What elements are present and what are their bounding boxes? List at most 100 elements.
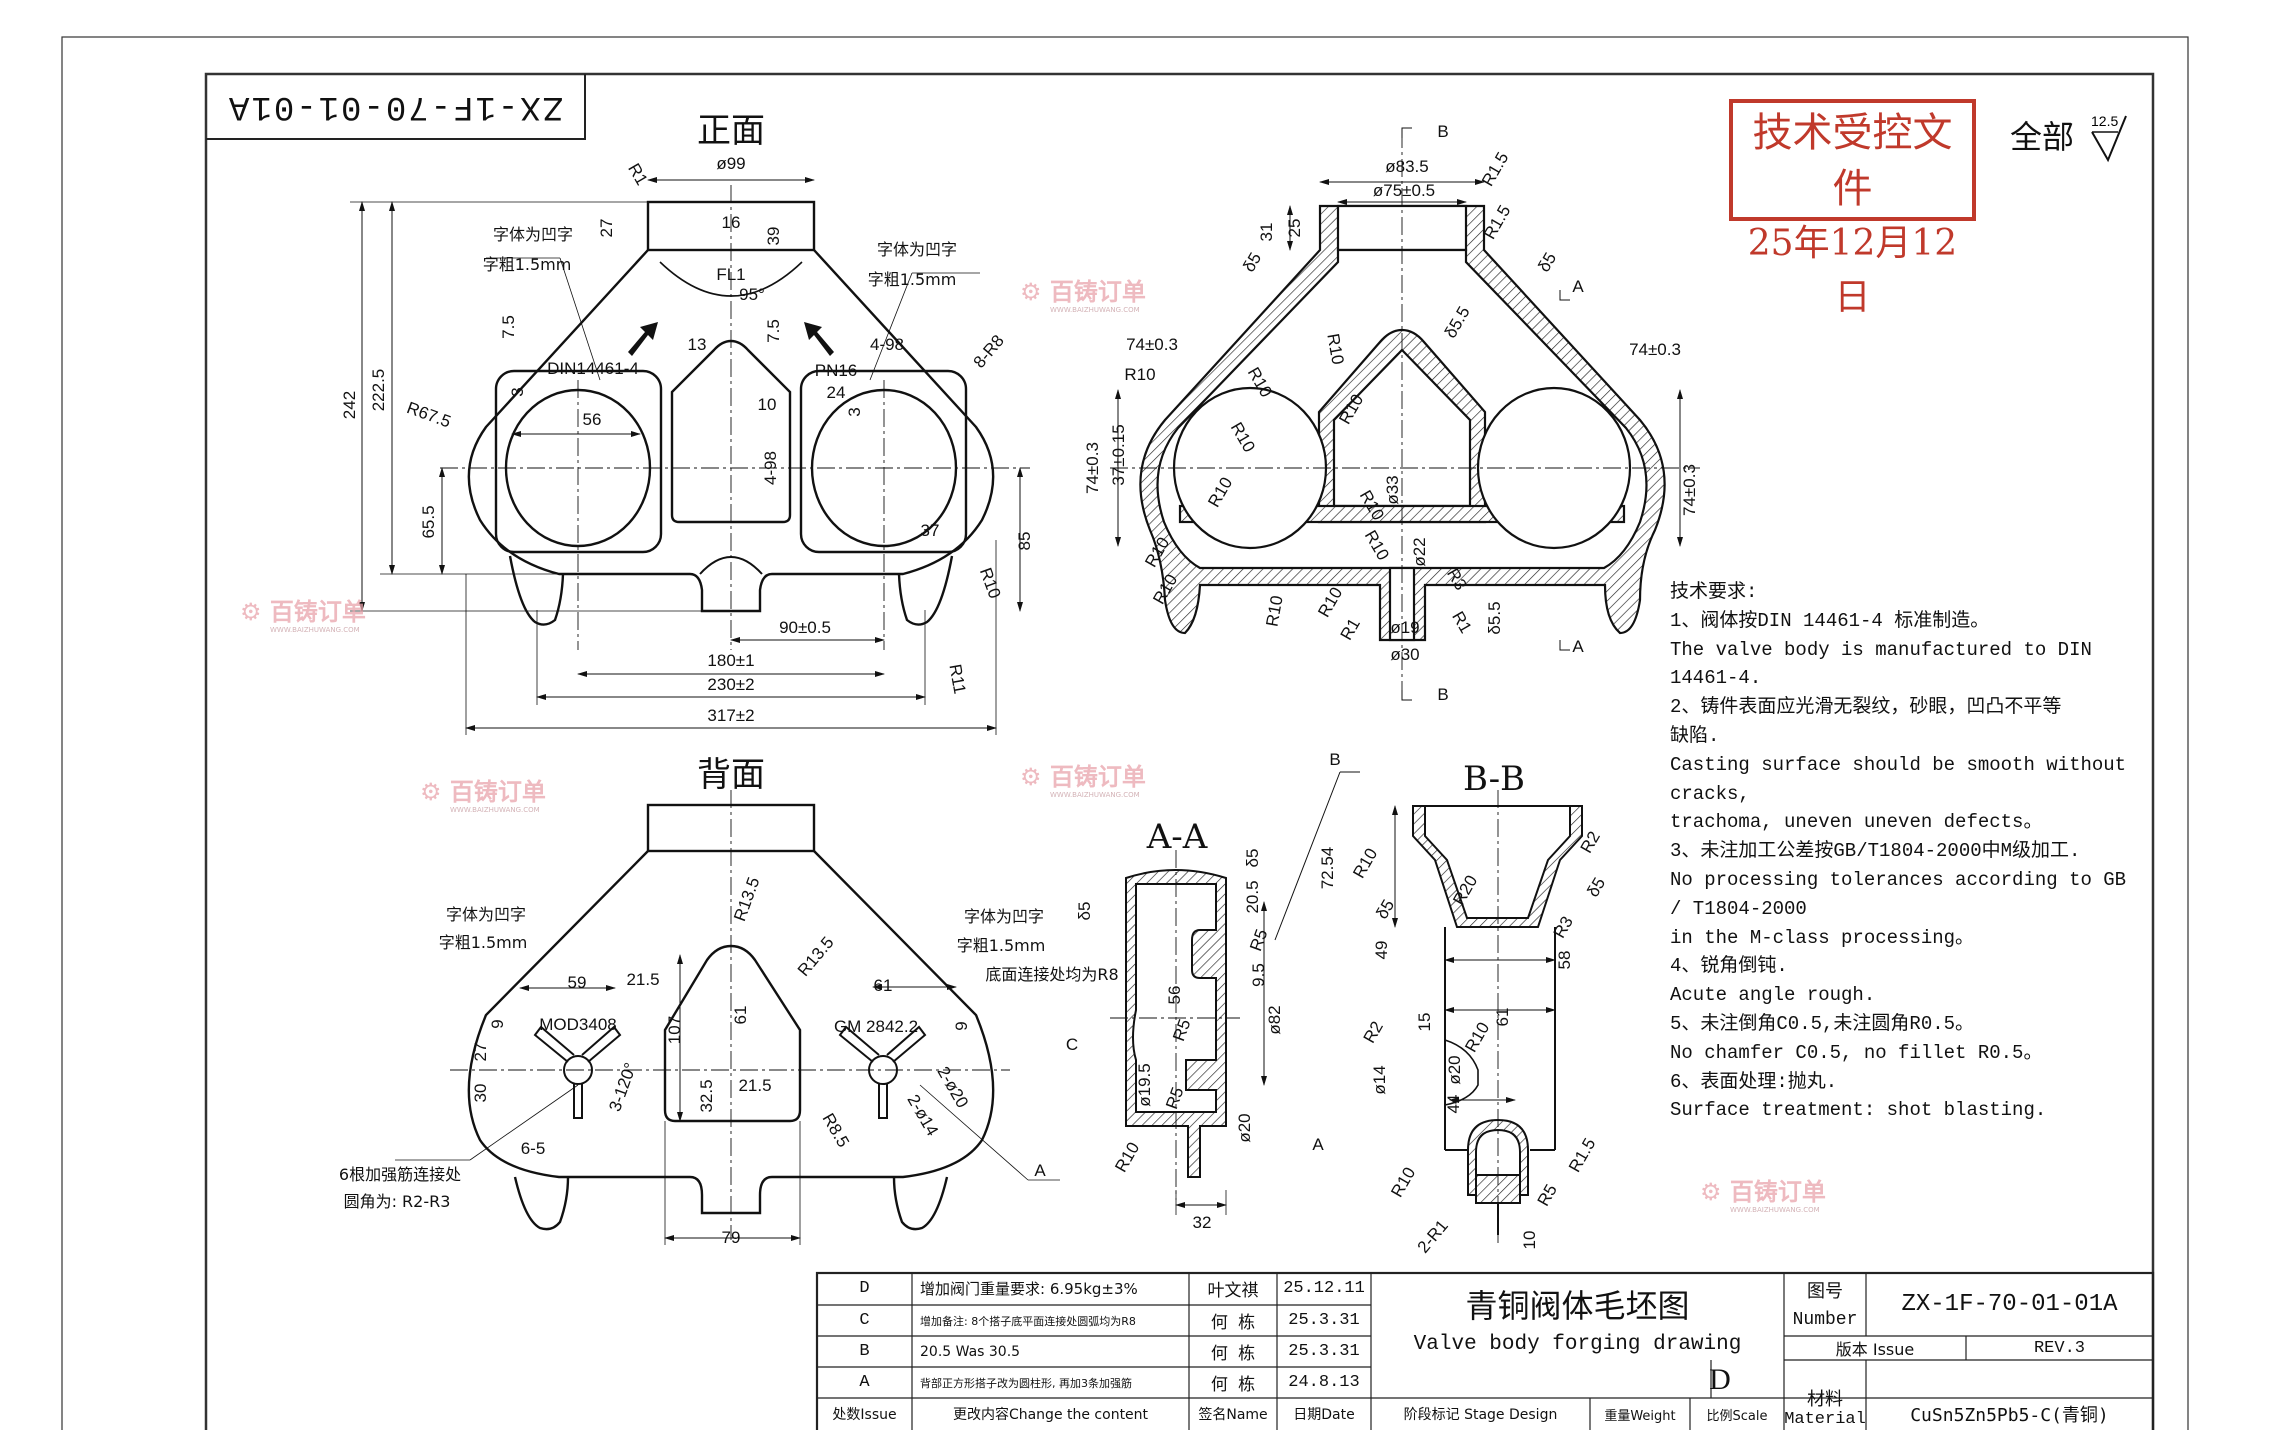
section-bb <box>1392 790 1583 1245</box>
dimension-label: 24 <box>827 383 846 402</box>
stamp-line-2: 25年12月12日 <box>1747 223 1958 318</box>
dimension-label: R10 <box>1349 845 1381 882</box>
dimension-label: MOD3408 <box>539 1015 616 1034</box>
dimension-label: ø75±0.5 <box>1373 181 1435 200</box>
dimension-label: B <box>1329 750 1340 769</box>
dimension-label: δ5 <box>1243 849 1262 868</box>
material-value: CuSn5Zn5Pb5-C(青铜) <box>1910 1405 2109 1426</box>
dimension-label: R5 <box>1246 927 1271 954</box>
tech-requirement-line: 1、阀体按DIN 14461-4 标准制造。 <box>1670 609 1990 632</box>
dimension-label: 30 <box>471 1084 490 1103</box>
tech-requirement-line: trachoma, uneven uneven defects。 <box>1670 811 2043 834</box>
dimension-label: R10 <box>976 565 1005 601</box>
dimension-label: FL1 <box>716 265 745 284</box>
dimension-label: PN16 <box>815 361 858 380</box>
revision-name: 叶文祺 <box>1207 1282 1259 1302</box>
title-block-grid <box>815 1271 2155 1430</box>
header-name: 签名Name <box>1198 1407 1268 1423</box>
dimension-label: 字粗1.5mm <box>483 255 572 274</box>
dimension-label: 39 <box>764 227 783 246</box>
dimension-label: DIN14461-4 <box>547 359 639 378</box>
title-cn: 青铜阀体毛坯图 <box>1465 1287 1690 1325</box>
dimension-label: 9.5 <box>1249 963 1268 987</box>
dimension-label: 正面 <box>697 111 765 151</box>
dimension-label: ø22 <box>1410 537 1429 566</box>
dimension-label: 13 <box>688 335 707 354</box>
dimension-label: 4-98 <box>761 451 780 485</box>
dimension-label: C <box>1066 1035 1078 1054</box>
tech-requirement-line: 3、未注加工公差按GB/T1804-2000中M级加工. <box>1670 840 2081 863</box>
dimension-label: 61 <box>874 976 893 995</box>
front-pad-right <box>799 369 968 554</box>
dimension-label: 字体为凹字 <box>493 225 573 244</box>
dimension-label: 242 <box>340 391 359 419</box>
dimension-label: 85 <box>1015 532 1034 551</box>
dimension-label: 4-98 <box>870 335 904 354</box>
revision-content: 增加阀门重量要求: 6.95kg±3% <box>920 1280 1138 1298</box>
revision-issue: A <box>859 1373 870 1392</box>
tech-requirement-line: 14461-4. <box>1670 667 1762 690</box>
section-view-top <box>1110 127 1700 701</box>
watermark-url: WWW.BAIZHUWANG.COM <box>450 806 540 814</box>
revision-issue: C <box>859 1311 870 1330</box>
revision-name: 何 栋 <box>1210 1376 1256 1396</box>
number-label-cn: 图号 <box>1807 1281 1843 1302</box>
back-center-boss <box>663 944 802 1123</box>
sheet-frame <box>61 36 2189 1430</box>
header-scale: 比例Scale <box>1706 1408 1768 1424</box>
dimension-label: 222.5 <box>369 369 388 412</box>
dimension-label: R10 <box>1124 365 1155 384</box>
dimension-label: A <box>1034 1161 1046 1180</box>
header-issue: 处数Issue <box>832 1407 897 1423</box>
dimension-label: R3 <box>1550 913 1577 941</box>
rib-y-right <box>838 1025 927 1119</box>
dimension-label: 15 <box>1415 1013 1434 1032</box>
revision-date: 25.3.31 <box>1288 1311 1360 1330</box>
dimension-label: 27 <box>471 1043 490 1062</box>
tech-requirement-line: No processing tolerances according to GB <box>1670 868 2127 891</box>
dimension-label: 16 <box>722 213 741 232</box>
watermark-logo: ⚙ 百铸订单 <box>420 778 546 806</box>
dimension-label: R1.5 <box>1480 202 1514 243</box>
flow-arrow-icon <box>628 322 834 356</box>
issue-label: 版本 Issue <box>1835 1340 1915 1359</box>
dimension-label: R8.5 <box>819 1110 853 1151</box>
revision-content: 背部正方形搭子改为圆柱形, 再加3条加强筋 <box>920 1376 1132 1390</box>
dimension-label: 32 <box>1193 1213 1212 1232</box>
dimension-label: 37 <box>921 521 940 540</box>
dimension-label: 32.5 <box>697 1079 716 1112</box>
section-aa <box>1110 771 1360 1215</box>
dimension-label: R10 <box>1314 584 1346 621</box>
dimension-label: 74±0.3 <box>1126 335 1178 354</box>
dimension-label: 74±0.3 <box>1083 442 1102 494</box>
dimension-label: 字体为凹字 <box>446 905 526 924</box>
watermark-url: WWW.BAIZHUWANG.COM <box>1050 306 1140 314</box>
number-label-en: Number <box>1792 1310 1858 1330</box>
dimension-label: 72.54 <box>1318 847 1337 890</box>
dimension-label: B <box>1437 122 1448 141</box>
dimension-label: R13.5 <box>794 933 838 980</box>
tech-requirement-line: in the M-class processing。 <box>1670 926 1975 949</box>
dimension-label: R1 <box>624 160 651 188</box>
watermark-logo: ⚙ 百铸订单 <box>1020 278 1146 306</box>
front-pad-left <box>494 369 663 554</box>
watermark-logo: ⚙ 百铸订单 <box>1700 1178 1826 1206</box>
watermark-logo: ⚙ 百铸订单 <box>1020 763 1146 791</box>
dimension-label: 107 <box>665 1016 684 1044</box>
dimension-label: R10 <box>1263 594 1287 628</box>
dimension-label: 3 <box>508 387 527 396</box>
front-foot-right <box>897 555 954 626</box>
dimension-label: ø30 <box>1390 645 1419 664</box>
dimension-label: R2 <box>1360 1018 1387 1046</box>
dimension-label: B-B <box>1463 759 1525 799</box>
tech-requirements-title: 技术要求: <box>1670 581 1758 603</box>
title-en: Valve body forging drawing <box>1413 1332 1742 1356</box>
dimension-label: 2-R1 <box>1414 1216 1452 1256</box>
dimension-label: ø14 <box>1370 1065 1389 1094</box>
dimension-label: 37±0.15 <box>1109 424 1128 485</box>
surface-finish: 全部 12.5 <box>2010 112 2128 164</box>
revision-issue: D <box>859 1279 870 1298</box>
dimension-label: 79 <box>722 1228 741 1247</box>
dimension-label: 31 <box>1257 223 1276 242</box>
